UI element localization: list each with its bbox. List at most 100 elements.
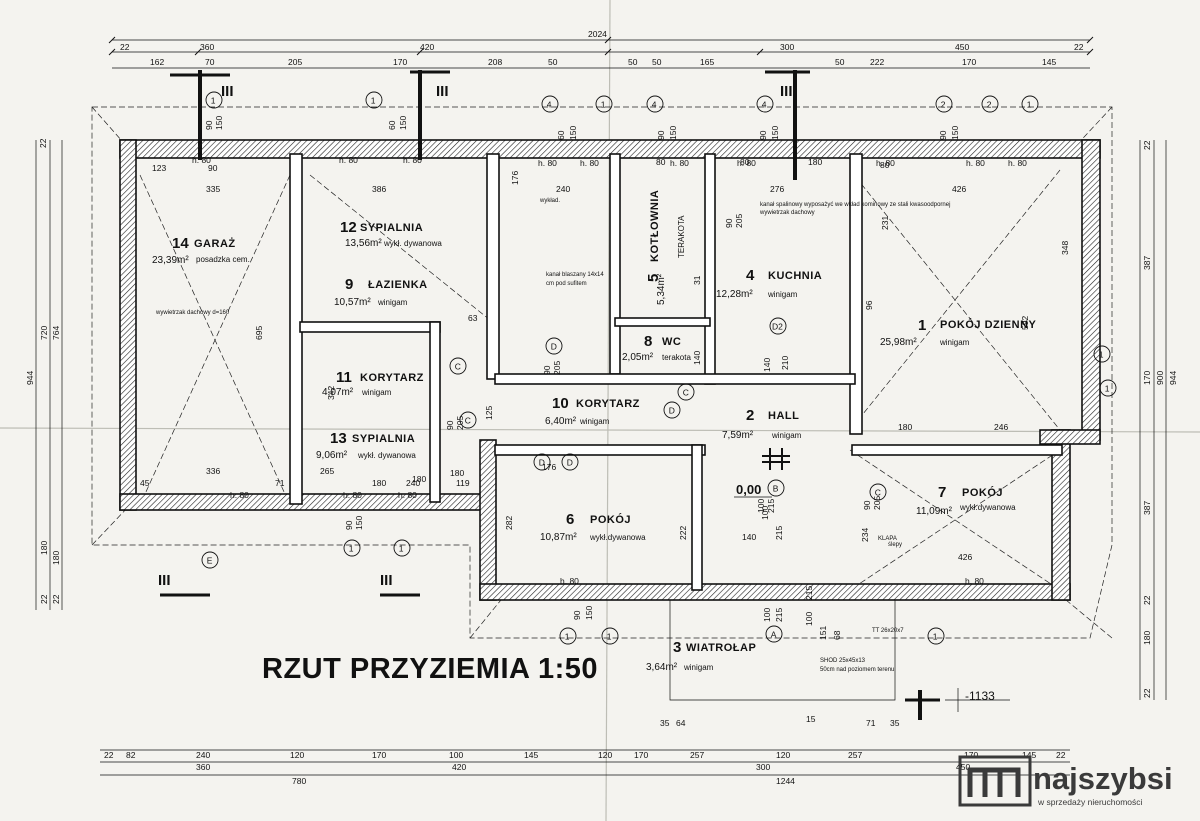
interior-dimension: 80 bbox=[656, 157, 666, 167]
room-floor: winigam bbox=[771, 431, 802, 440]
level-marker-b: -1133 bbox=[945, 688, 1010, 712]
room-name: WIATROŁAP bbox=[686, 642, 756, 654]
room-number: 1 bbox=[918, 317, 926, 334]
room-floor: winigam bbox=[683, 663, 714, 672]
room-label-7: 7 POKÓJ 11,09m² wykł.dywanowa bbox=[916, 484, 1016, 517]
room-label-14: 14 GARAŻ 23,39m² posadzka cem. bbox=[152, 235, 250, 266]
marker-circle bbox=[646, 95, 664, 113]
internal-walls bbox=[289, 153, 1063, 591]
opening-size-label: 205 bbox=[552, 361, 562, 375]
dim-value: 780 bbox=[292, 776, 306, 786]
room-name: GARAŻ bbox=[194, 237, 236, 250]
dim-value: 22 bbox=[1142, 595, 1152, 605]
marker-label: 1 bbox=[565, 632, 570, 642]
room-area: 23,39m² bbox=[152, 255, 189, 266]
marker-label: 4 bbox=[762, 100, 767, 110]
marker-label: 1 bbox=[1099, 350, 1104, 360]
dim-value: 145 bbox=[524, 750, 538, 760]
marker-circle bbox=[765, 625, 783, 643]
interior-dimension: 140 bbox=[692, 351, 702, 365]
room-area: 4,07m² bbox=[322, 387, 354, 398]
opening-height-label: h. 80 bbox=[230, 490, 249, 500]
marker-label: 1 bbox=[933, 632, 938, 642]
marker-label: 1 bbox=[607, 632, 612, 642]
room-name: POKÓJ bbox=[962, 486, 1003, 499]
room-area: 10,87m² bbox=[540, 532, 577, 543]
room-area: 7,59m² bbox=[722, 430, 754, 441]
dim-value: 180 bbox=[51, 551, 61, 565]
marker-label: 1 bbox=[371, 96, 376, 106]
room-area: 3,64m² bbox=[646, 662, 678, 673]
dim-value: 50 bbox=[652, 57, 662, 67]
marker-label: D2 bbox=[772, 322, 783, 332]
room-number: 12 bbox=[340, 219, 357, 236]
dimension-tick bbox=[604, 48, 612, 56]
room-name: WC bbox=[662, 336, 681, 348]
marker-label: 2 bbox=[987, 100, 992, 110]
room-label-6: 6 POKÓJ 10,87m² wykł.dywanowa bbox=[540, 511, 646, 543]
dim-value: 22 bbox=[39, 594, 49, 604]
opening-size-label: 90 bbox=[445, 420, 455, 430]
room-label-4: 4 KUCHNIA 12,28m² winigam bbox=[716, 267, 822, 300]
interior-dimension: 35 bbox=[890, 718, 900, 728]
interior-dimension: 386 bbox=[372, 184, 386, 194]
marker-label: 1 bbox=[349, 544, 354, 554]
drawing-note: 50cm nad poziomem terenu bbox=[820, 667, 894, 673]
marker-circle bbox=[935, 95, 953, 113]
dim-value: 205 bbox=[288, 57, 302, 67]
dim-value: 300 bbox=[756, 762, 770, 772]
drawing-note: kanał blaszany 14x14 bbox=[546, 272, 604, 278]
interior-dimension: 90 bbox=[208, 163, 218, 173]
dim-value: 162 bbox=[150, 57, 164, 67]
room-label-3: 3 WIATROŁAP 3,64m² winigam bbox=[646, 639, 756, 673]
opening-height-label: h. 80 bbox=[343, 490, 362, 500]
dim-value: 387 bbox=[1142, 501, 1152, 515]
dim-value: 208 bbox=[488, 57, 502, 67]
opening-size-label: 150 bbox=[214, 116, 224, 130]
dim-value: 764 bbox=[51, 326, 61, 340]
dim-value: 420 bbox=[420, 42, 434, 52]
opening-size-label: 90 bbox=[656, 130, 666, 140]
opening-height-label: h. 80 bbox=[876, 158, 895, 168]
marker-label: D bbox=[567, 458, 573, 468]
room-area: 13,56m² bbox=[345, 238, 382, 249]
interior-dimension: 80 bbox=[740, 157, 750, 167]
room-floor: winigam bbox=[579, 417, 610, 426]
room-area: 25,98m² bbox=[880, 337, 917, 348]
dim-value: 22 bbox=[104, 750, 114, 760]
marker-label: C bbox=[455, 362, 461, 372]
interior-dimension: 240 bbox=[406, 478, 420, 488]
room-name: SYPIALNIA bbox=[360, 222, 423, 234]
opening-height-label: h. 80 bbox=[403, 155, 422, 165]
marker-label: 4 bbox=[547, 100, 552, 110]
opening-size-label: 60 bbox=[556, 130, 566, 140]
drawing-note: ślepy bbox=[888, 542, 902, 548]
interior-dimension: 71 bbox=[275, 478, 285, 488]
opening-size-label: 90 bbox=[724, 218, 734, 228]
opening-height-label: h. 80 bbox=[580, 158, 599, 168]
dim-value: 944 bbox=[25, 371, 35, 385]
marker-circle bbox=[769, 317, 787, 335]
room-number: 8 bbox=[644, 333, 652, 350]
dim-value: 240 bbox=[196, 750, 210, 760]
marker-circle bbox=[393, 539, 411, 557]
bottom-dimensions: 22 82 240 120 170 100 145 120 170 257 12… bbox=[104, 750, 1066, 786]
drawing-note: wykład. bbox=[539, 198, 560, 204]
level-value: 0,00 bbox=[736, 482, 761, 497]
opening-height-label: h. 80 bbox=[966, 158, 985, 168]
room-label-8: 8 WC 2,05m² terakota bbox=[622, 333, 691, 363]
opening-size-label: 150 bbox=[584, 606, 594, 620]
marker-circle bbox=[1093, 345, 1111, 363]
dim-value: 120 bbox=[776, 750, 790, 760]
dim-value: 360 bbox=[196, 762, 210, 772]
opening-size-label: 150 bbox=[354, 516, 364, 530]
dim-value: 120 bbox=[290, 750, 304, 760]
room-number: 5 bbox=[645, 274, 662, 282]
section-label: III bbox=[780, 83, 793, 100]
drawing-note: kanał spalinowy wyposażyć we wkład komin… bbox=[760, 202, 950, 208]
marker-label: 2 bbox=[941, 100, 946, 110]
interior-dimension: 265 bbox=[320, 466, 334, 476]
opening-size-label: 60 bbox=[387, 120, 397, 130]
room-name: KOTŁOWNIA bbox=[649, 190, 661, 262]
